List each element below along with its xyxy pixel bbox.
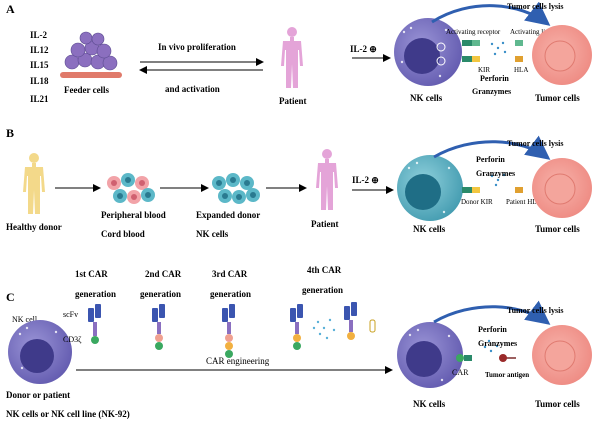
- donor-or-patient-label: Donor or patient: [6, 390, 70, 400]
- activating-ligand-label: Activating ligand: [510, 28, 559, 36]
- cord-blood-label: Cord blood: [101, 229, 145, 239]
- peripheral-blood-label: Peripheral blood: [101, 210, 166, 220]
- patient-label-b: Patient: [311, 219, 339, 229]
- arrow-label-proliferation: In vivo proliferation: [158, 42, 236, 52]
- patient-figure-b-icon: [316, 149, 338, 210]
- cd3-label: CD3ζ: [63, 335, 82, 344]
- expanded-donor-label: Expanded donor: [196, 210, 260, 220]
- panel-a-letter: A: [6, 2, 15, 16]
- il2-label: IL-2 ⊕: [350, 44, 377, 54]
- lysis-label-b: Tumor cells lysis: [507, 139, 563, 148]
- feeder-cells-label: Feeder cells: [64, 85, 110, 95]
- panel-b-letter: B: [6, 126, 14, 140]
- lysis-arc-c: [433, 300, 551, 325]
- feeder-cells-graphic: [60, 31, 122, 78]
- nk-cells-label-c: NK cells: [413, 399, 446, 409]
- activating-receptor-label: Activating receptor: [446, 28, 501, 36]
- tumor-cell-c: [532, 325, 592, 385]
- car-label: CAR: [452, 368, 469, 377]
- nk-cell-b: [397, 155, 463, 221]
- cytokine-item: IL18: [30, 76, 49, 86]
- perforin-label: Perforin: [480, 74, 509, 83]
- cytokine-item: IL15: [30, 60, 49, 70]
- nk-cell-label-c: NK cell: [12, 315, 38, 324]
- gen3-line1: 3rd CAR: [212, 269, 248, 279]
- car-engineering-label: CAR engineering: [206, 356, 270, 366]
- healthy-donor-figure-icon: [23, 153, 45, 214]
- healthy-donor-label: Healthy donor: [6, 222, 62, 232]
- granzymes-label-b: Granzymes: [476, 169, 515, 178]
- gen3-line2: generation: [210, 289, 251, 299]
- car-gen4-construct: [290, 302, 376, 350]
- gen2-line1: 2nd CAR: [145, 269, 182, 279]
- tumor-cell-b: [532, 158, 592, 218]
- nk-cell-a: [394, 18, 462, 86]
- lysis-label-c: Tumor cells lysis: [507, 306, 563, 315]
- receptor-pair-b: [462, 173, 523, 193]
- tumor-cell-a: [532, 25, 592, 85]
- lysis-label-a: Tumor cells lysis: [507, 2, 563, 11]
- panel-c-letter: C: [6, 290, 15, 304]
- cytokine-list: IL-2 IL12 IL15 IL18 IL21: [30, 30, 49, 104]
- nk-cells-label-a: NK cells: [410, 93, 443, 103]
- gen2-line2: generation: [140, 289, 181, 299]
- nk-cell-line-label: NK cells or NK cell line (NK-92): [6, 409, 130, 419]
- gen4-line1: 4th CAR: [307, 265, 342, 275]
- lysis-arc-a: [431, 1, 551, 26]
- tumor-cells-label-a: Tumor cells: [535, 93, 580, 103]
- gen1-line2: generation: [75, 289, 116, 299]
- granzymes-label-c: Granzymes: [478, 339, 517, 348]
- gen1-line1: 1st CAR: [75, 269, 108, 279]
- cytokine-item: IL-2: [30, 30, 48, 40]
- patient-hla-label: Patient HLA: [506, 198, 542, 206]
- cytokine-item: IL21: [30, 94, 49, 104]
- peripheral-blood-cells: [107, 173, 155, 204]
- receptor-pair-a: [462, 40, 523, 62]
- patient-figure-icon: [281, 27, 303, 88]
- perforin-label-b: Perforin: [476, 155, 505, 164]
- car-gen1-construct: [88, 304, 101, 344]
- nk-cell-c-right: [397, 322, 463, 388]
- il2-label-b: IL-2 ⊕: [352, 175, 379, 185]
- tumor-antigen-label: Tumor antigen: [485, 371, 529, 379]
- car-antigen-pair: [456, 339, 516, 362]
- car-gen3-construct: [222, 304, 235, 358]
- hla-label: HLA: [514, 66, 528, 74]
- cytokine-item: IL12: [30, 45, 49, 55]
- lysis-arc-b: [433, 135, 551, 160]
- nk-cell-c-left: [8, 320, 72, 384]
- arrow-label-activation: and activation: [165, 84, 220, 94]
- patient-label: Patient: [279, 96, 307, 106]
- tumor-cells-label-c: Tumor cells: [535, 399, 580, 409]
- kir-label: KIR: [478, 66, 490, 74]
- car-gen2-construct: [152, 304, 165, 350]
- granzymes-label: Granzymes: [472, 87, 511, 96]
- perforin-label-c: Perforin: [478, 325, 507, 334]
- nk-cells-label-b: NK cells: [413, 224, 446, 234]
- gen4-line2: generation: [302, 285, 343, 295]
- expanded-nk-cells: [212, 173, 260, 204]
- scfv-label: scFv: [63, 310, 78, 319]
- donor-kir-label: Donor KIR: [461, 198, 493, 206]
- tumor-cells-label-b: Tumor cells: [535, 224, 580, 234]
- expanded-nk-label: NK cells: [196, 229, 229, 239]
